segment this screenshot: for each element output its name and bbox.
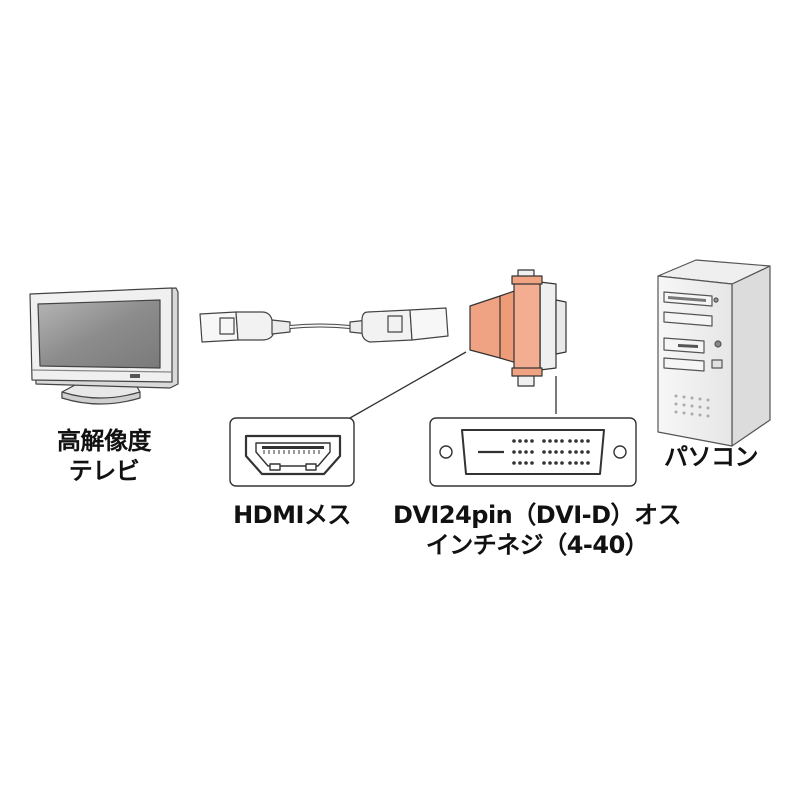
label-hd-tv-line2: テレビ — [68, 457, 140, 485]
dvi-male-connector-icon — [429, 417, 637, 487]
label-dvi-male-line1: DVI24pin（DVI-D）オス — [392, 501, 682, 529]
leader-lines — [349, 351, 557, 419]
pc-tower-icon — [657, 259, 771, 447]
label-hdmi-female: HDMIメス — [233, 501, 351, 529]
label-dvi-male: DVI24pin（DVI-D）オス インチネジ（4-40） — [392, 500, 682, 560]
hdmi-female-port-icon — [229, 417, 355, 487]
label-hd-tv: 高解像度 テレビ — [44, 426, 164, 486]
dvi-hdmi-adapter-icon — [469, 269, 567, 387]
label-pc: パソコン — [664, 443, 759, 471]
tv-monitor-icon — [29, 287, 179, 405]
leader-line-hdmi — [349, 351, 467, 419]
label-hd-tv-line1: 高解像度 — [57, 427, 152, 455]
hdmi-cable-icon — [199, 307, 449, 343]
label-dvi-male-line2: インチネジ（4-40） — [425, 531, 649, 559]
